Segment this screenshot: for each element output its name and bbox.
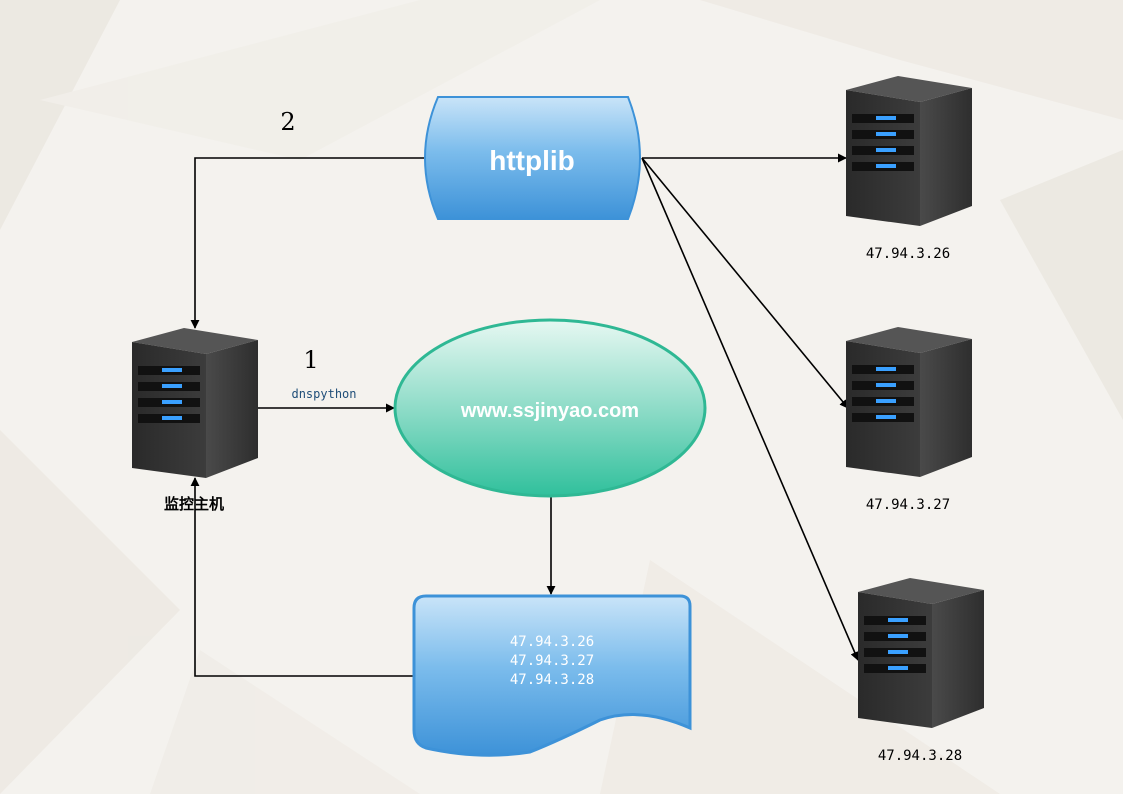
dnspython-label: dnspython [291, 387, 356, 401]
server-2: 47.94.3.27 [846, 327, 972, 513]
server-3-ip: 47.94.3.28 [878, 748, 962, 764]
server-3: 47.94.3.28 [858, 578, 984, 764]
arrow-httplib-to-monitor [190, 157, 424, 329]
httplib-node: httplib [424, 96, 641, 220]
arrow-httplib-to-server2 [641, 157, 849, 409]
dns-results-node: 47.94.3.26 47.94.3.27 47.94.3.28 [412, 594, 692, 757]
dns-result-3: 47.94.3.28 [510, 672, 594, 688]
arrow-httplib-to-server3 [641, 157, 859, 661]
dns-result-2: 47.94.3.27 [510, 653, 594, 669]
server-icon [846, 327, 972, 477]
dns-result-1: 47.94.3.26 [510, 634, 594, 650]
httplib-label: httplib [489, 145, 575, 176]
step-1-label: 1 [303, 346, 318, 374]
connectors [190, 153, 859, 677]
domain-node: www.ssjinyao.com [393, 318, 707, 498]
server-2-ip: 47.94.3.27 [866, 497, 950, 513]
step-2-label: 2 [280, 108, 295, 136]
server-1: 47.94.3.26 [846, 76, 972, 262]
domain-label: www.ssjinyao.com [460, 400, 639, 422]
monitor-host-label: 监控主机 [164, 495, 224, 513]
server-1-ip: 47.94.3.26 [866, 246, 950, 262]
server-icon [846, 76, 972, 226]
server-icon [132, 328, 258, 478]
monitor-host: 监控主机 [132, 328, 258, 513]
arrow-results-to-monitor [190, 477, 414, 677]
server-icon [858, 578, 984, 728]
